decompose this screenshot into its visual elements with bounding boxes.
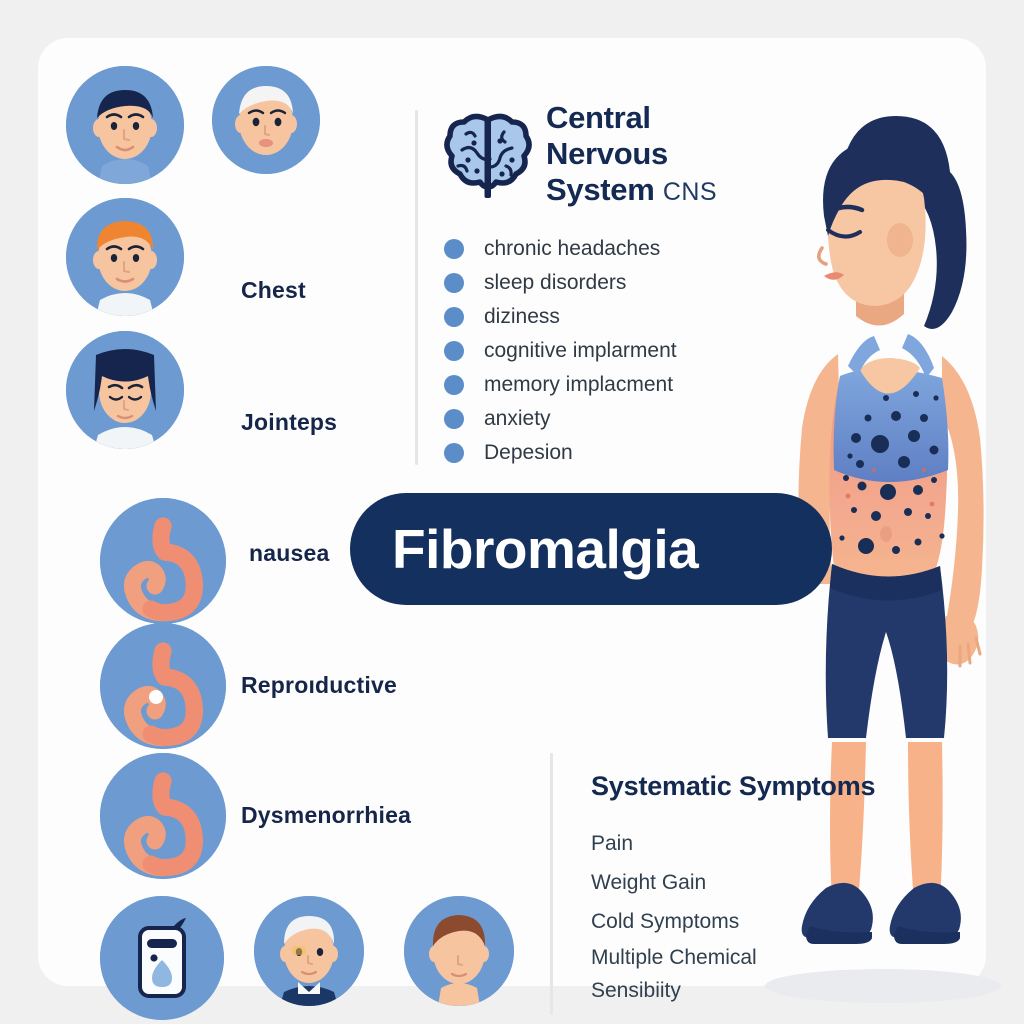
systematic-symptom-item: Pain xyxy=(591,832,634,855)
cns-symptom-label: anxiety xyxy=(484,407,551,430)
systematic-symptom-item: Weight Gain xyxy=(591,871,707,894)
stomach-dot-icon xyxy=(100,623,226,749)
divider-systematic-section xyxy=(550,753,553,1015)
cns-symptom-list: chronic headaches sleep disorders dizine… xyxy=(444,232,774,470)
cns-symptom-item: diziness xyxy=(444,300,774,334)
cns-symptom-label: chronic headaches xyxy=(484,237,661,260)
cns-symptom-label: memory implacment xyxy=(484,373,674,396)
fibromyalgia-banner: Fibromalgia xyxy=(350,493,832,605)
icon-circle-face-white-hair[interactable] xyxy=(212,66,320,174)
cns-title-line-2: Nervous xyxy=(546,136,668,171)
systematic-symptoms-title: Systematic Symptoms xyxy=(591,771,876,801)
icon-circle-face-dark-hair[interactable] xyxy=(66,66,184,184)
cns-symptom-label: Depesion xyxy=(484,441,573,464)
bullet-dot-icon xyxy=(444,409,464,429)
icon-circle-face-woman-bob[interactable] xyxy=(66,331,184,449)
cns-title-line-3: System CNS xyxy=(546,172,717,210)
banner-title: Fibromalgia xyxy=(392,518,699,580)
cns-symptom-label: cognitive implarment xyxy=(484,339,677,362)
face-dark-hair-icon xyxy=(66,66,184,184)
bullet-dot-icon xyxy=(444,239,464,259)
cns-section: Central Nervous System CNS chronic heada… xyxy=(444,100,774,470)
icon-circle-stomach-nausea[interactable] xyxy=(100,498,226,624)
cns-header: Central Nervous System CNS xyxy=(444,100,774,210)
cns-symptom-item: sleep disorders xyxy=(444,266,774,300)
face-pale-sick-icon xyxy=(254,896,364,1006)
bullet-dot-icon xyxy=(444,341,464,361)
brain-icon xyxy=(444,113,532,198)
cns-title-line-3-text: System xyxy=(546,172,655,207)
systematic-symptoms-list: Pain Weight Gain Cold Symptoms Multiple … xyxy=(591,824,951,1007)
infographic-card: Chest Jointeps xyxy=(38,38,1001,1020)
cns-symptom-item: cognitive implarment xyxy=(444,334,774,368)
stomach-icon xyxy=(100,753,226,879)
cns-symptom-item: chronic headaches xyxy=(444,232,774,266)
icon-circle-stomach-dysmenorrhea[interactable] xyxy=(100,753,226,879)
bullet-dot-icon xyxy=(444,443,464,463)
cns-title: Central Nervous System CNS xyxy=(546,100,717,210)
body-area-label-reproductive: Reproıductive xyxy=(241,672,397,698)
systematic-symptom-item: Multiple Chemical Sensibiity xyxy=(591,946,757,1002)
icon-circle-medicine-bottle[interactable] xyxy=(100,896,224,1020)
cns-symptom-item: memory implacment xyxy=(444,368,774,402)
cns-title-line-1: Central xyxy=(546,100,651,135)
face-ginger-hair-icon xyxy=(66,198,184,316)
face-white-hair-icon xyxy=(212,66,320,174)
body-area-label-joints: Jointeps xyxy=(241,409,338,435)
medicine-bottle-icon xyxy=(100,896,224,1020)
icon-circle-face-ginger-hair[interactable] xyxy=(66,198,184,316)
bullet-dot-icon xyxy=(444,375,464,395)
bullet-dot-icon xyxy=(444,273,464,293)
body-area-label-nausea: nausea xyxy=(249,540,330,566)
cns-symptom-item: anxiety xyxy=(444,402,774,436)
icon-circle-stomach-reproductive[interactable] xyxy=(100,623,226,749)
bullet-dot-icon xyxy=(444,307,464,327)
body-area-label-chest: Chest xyxy=(241,277,306,303)
cns-symptom-item: Depesion xyxy=(444,436,774,470)
body-area-label-dysmenorrhea: Dysmenorrhiea xyxy=(241,802,412,828)
icon-circle-face-pale-sick[interactable] xyxy=(254,896,364,1006)
cns-symptom-label: sleep disorders xyxy=(484,271,627,294)
systematic-symptoms-section: Systematic Symptoms Pain Weight Gain Col… xyxy=(591,771,951,1007)
stomach-icon xyxy=(100,498,226,624)
face-woman-bob-icon xyxy=(66,331,184,449)
icon-circle-face-brown-hair[interactable] xyxy=(404,896,514,1006)
divider-left-column xyxy=(415,110,418,465)
cns-symptom-label: diziness xyxy=(484,305,560,328)
systematic-symptom-item: Cold Symptoms xyxy=(591,910,740,933)
face-brown-hair-icon xyxy=(404,896,514,1006)
cns-abbreviation: CNS xyxy=(662,178,718,206)
